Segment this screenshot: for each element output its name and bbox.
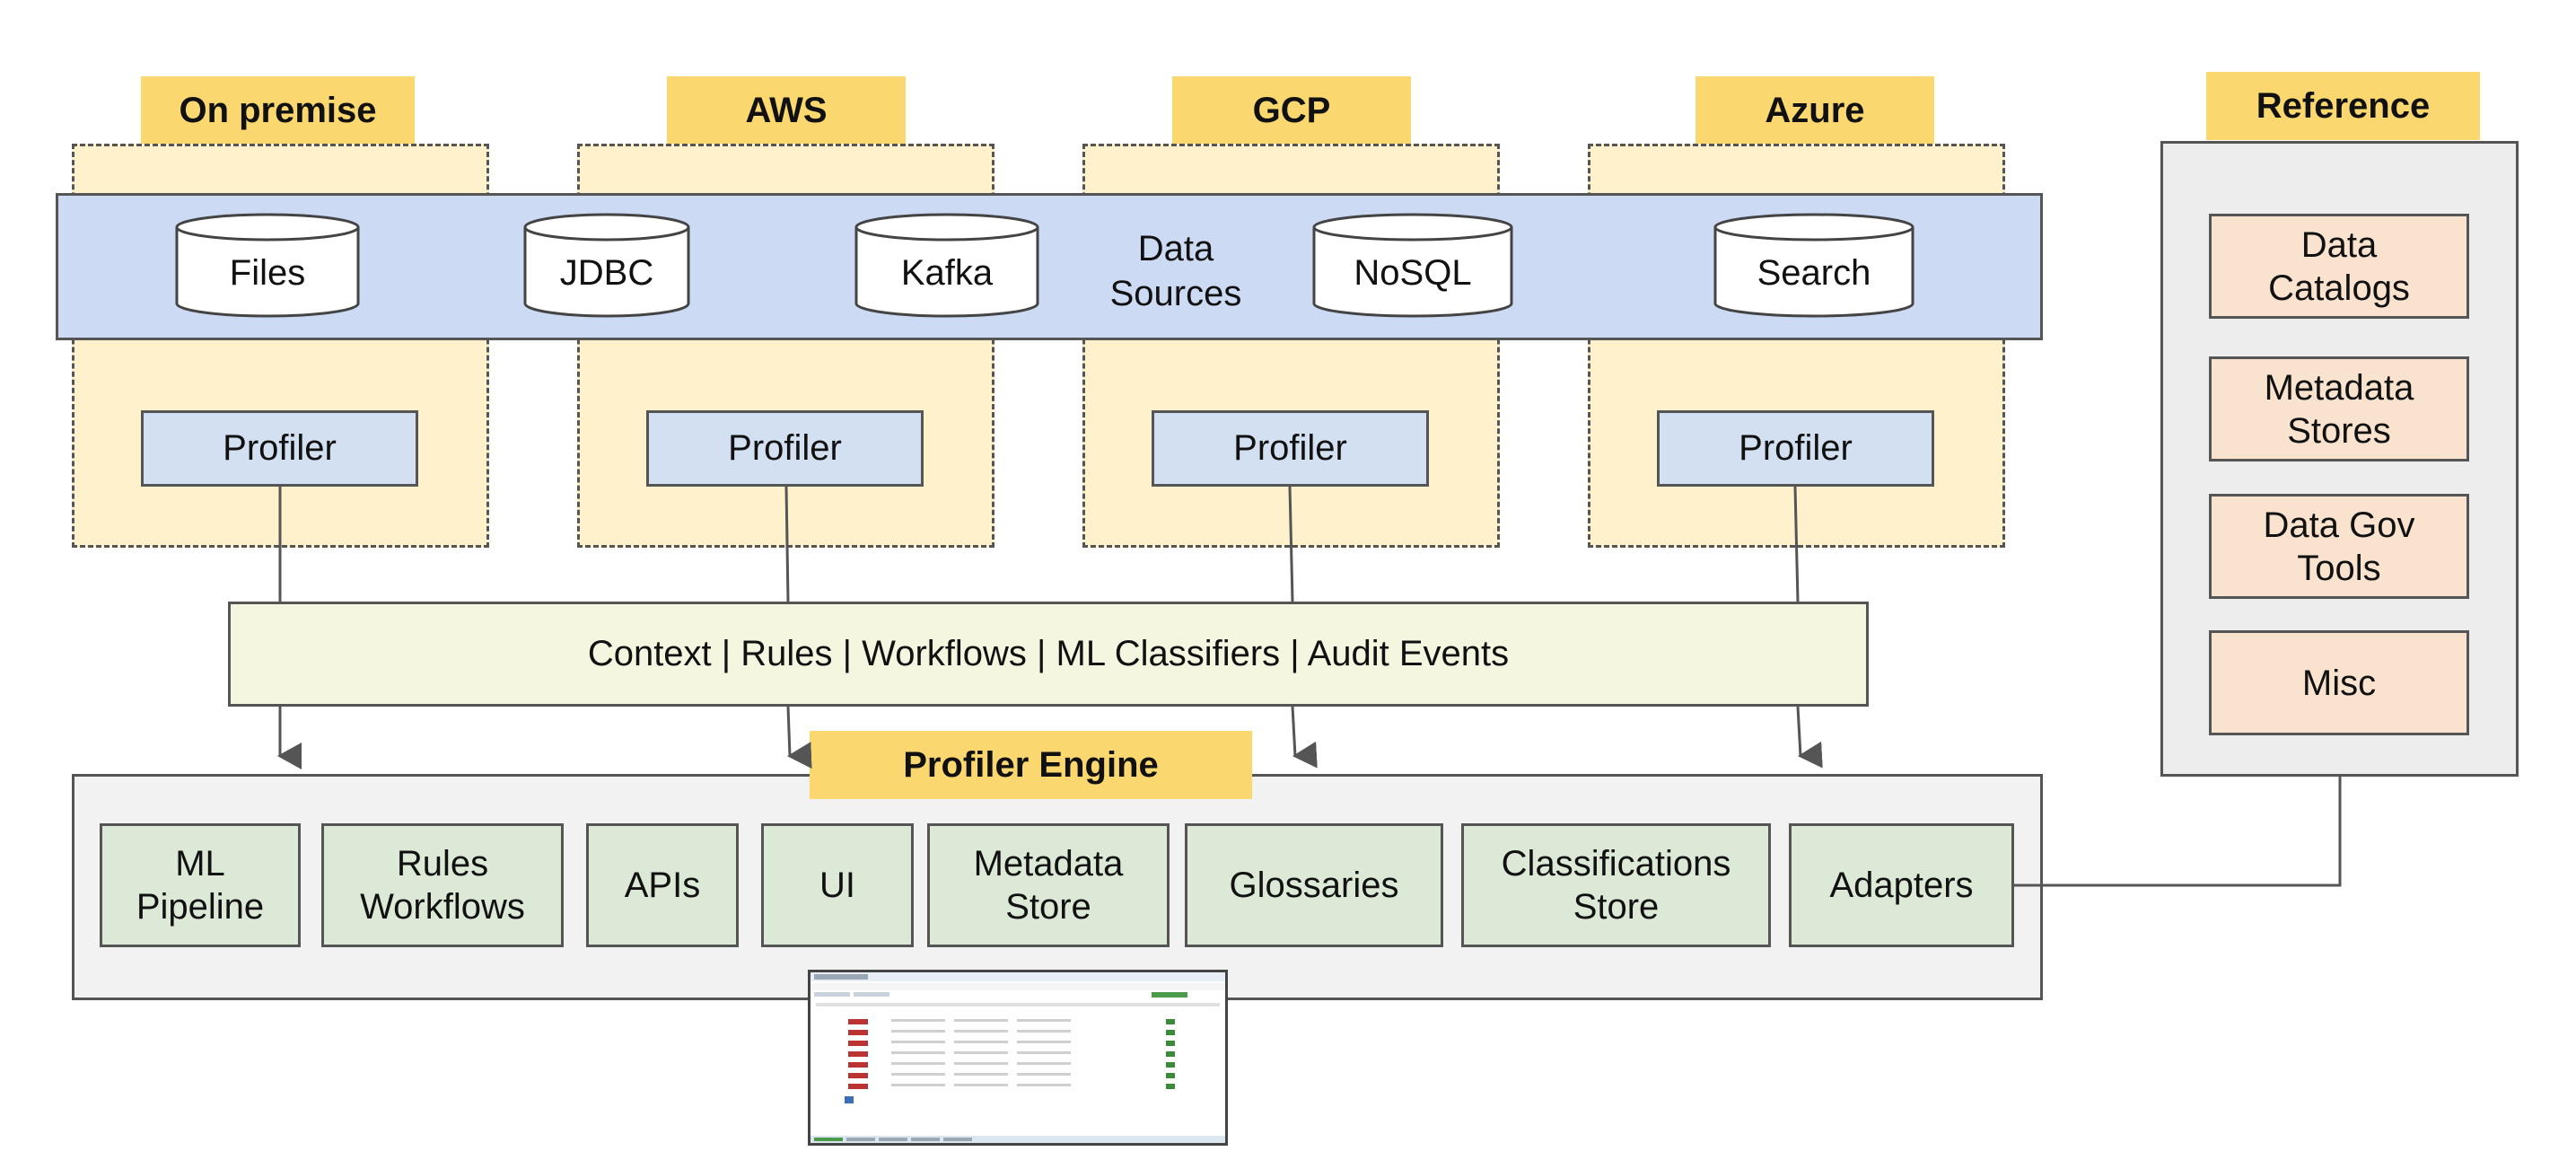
cylinder-jdbc <box>523 213 690 318</box>
portal-screenshot-thumbnail <box>808 970 1228 1146</box>
module-apis: APIs <box>586 823 739 947</box>
profiler-azure: Profiler <box>1657 410 1934 487</box>
profiler-engine-title: Profiler Engine <box>810 731 1252 799</box>
source-label-search: Search <box>1757 253 1871 293</box>
module-adapters: Adapters <box>1789 823 2014 947</box>
data-sources-label: Data Sources <box>1109 229 1242 313</box>
context-bar: Context | Rules | Workflows | ML Classif… <box>228 602 1869 707</box>
env-tag-onprem: On premise <box>141 76 415 145</box>
env-tag-azure: Azure <box>1695 76 1934 145</box>
reference-data-gov-tools: Data Gov Tools <box>2209 494 2469 599</box>
cylinder-kafka <box>854 213 1039 318</box>
portal-screenshot-image <box>810 972 1225 1143</box>
module-metadata-store: Metadata Store <box>927 823 1170 947</box>
profiler-aws: Profiler <box>646 410 924 487</box>
module-ml-pipeline: ML Pipeline <box>100 823 301 947</box>
profiler-gcp: Profiler <box>1152 410 1429 487</box>
cylinder-search <box>1713 213 1914 318</box>
reference-tag: Reference <box>2206 72 2480 140</box>
module-classifications-store: Classifications Store <box>1461 823 1771 947</box>
source-label-files: Files <box>229 253 306 293</box>
module-glossaries: Glossaries <box>1185 823 1443 947</box>
source-label-kafka: Kafka <box>900 253 994 293</box>
env-tag-aws: AWS <box>667 76 906 145</box>
env-tag-gcp: GCP <box>1172 76 1411 145</box>
source-label-nosql: NoSQL <box>1354 253 1472 293</box>
module-ui: UI <box>761 823 914 947</box>
data-sources-band <box>56 193 2043 340</box>
module-rules-workflows: Rules Workflows <box>321 823 564 947</box>
cylinder-files <box>175 213 360 318</box>
reference-data-catalogs: Data Catalogs <box>2209 214 2469 319</box>
source-label-jdbc: JDBC <box>559 253 654 293</box>
cylinder-nosql <box>1312 213 1513 318</box>
reference-metadata-stores: Metadata Stores <box>2209 356 2469 461</box>
reference-misc: Misc <box>2209 630 2469 735</box>
profiler-onprem: Profiler <box>141 410 418 487</box>
